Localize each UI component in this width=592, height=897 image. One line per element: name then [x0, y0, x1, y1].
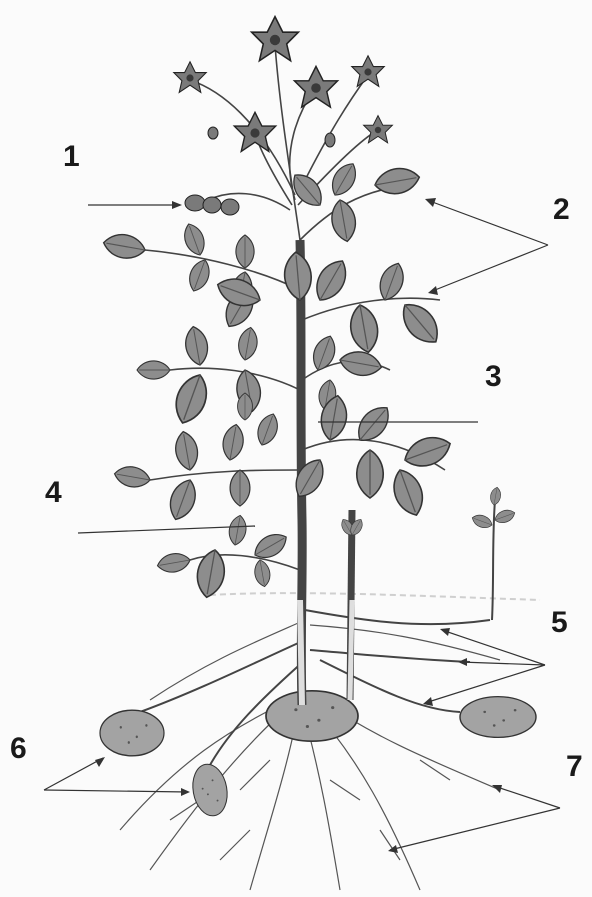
- tuber-icon: [100, 691, 536, 819]
- pointer-6b: [44, 790, 188, 792]
- flower-icon: [174, 17, 393, 152]
- soil-line: [210, 593, 540, 600]
- label-4: 4: [45, 478, 62, 508]
- pointer-4: [78, 526, 255, 533]
- pointer-6a: [44, 758, 103, 790]
- pointer-5b: [460, 662, 545, 665]
- label-7: 7: [566, 752, 583, 782]
- label-6: 6: [10, 734, 27, 764]
- pointer-2b: [430, 245, 548, 292]
- leaf-icon: [102, 159, 455, 600]
- pointer-5a: [442, 630, 545, 665]
- label-2: 2: [553, 195, 570, 225]
- label-3: 3: [485, 362, 502, 392]
- pointer-2a: [427, 200, 548, 245]
- pointer-7a: [494, 786, 560, 808]
- label-1: 1: [63, 142, 80, 172]
- label-5: 5: [551, 608, 568, 638]
- pointer-7b: [390, 808, 560, 850]
